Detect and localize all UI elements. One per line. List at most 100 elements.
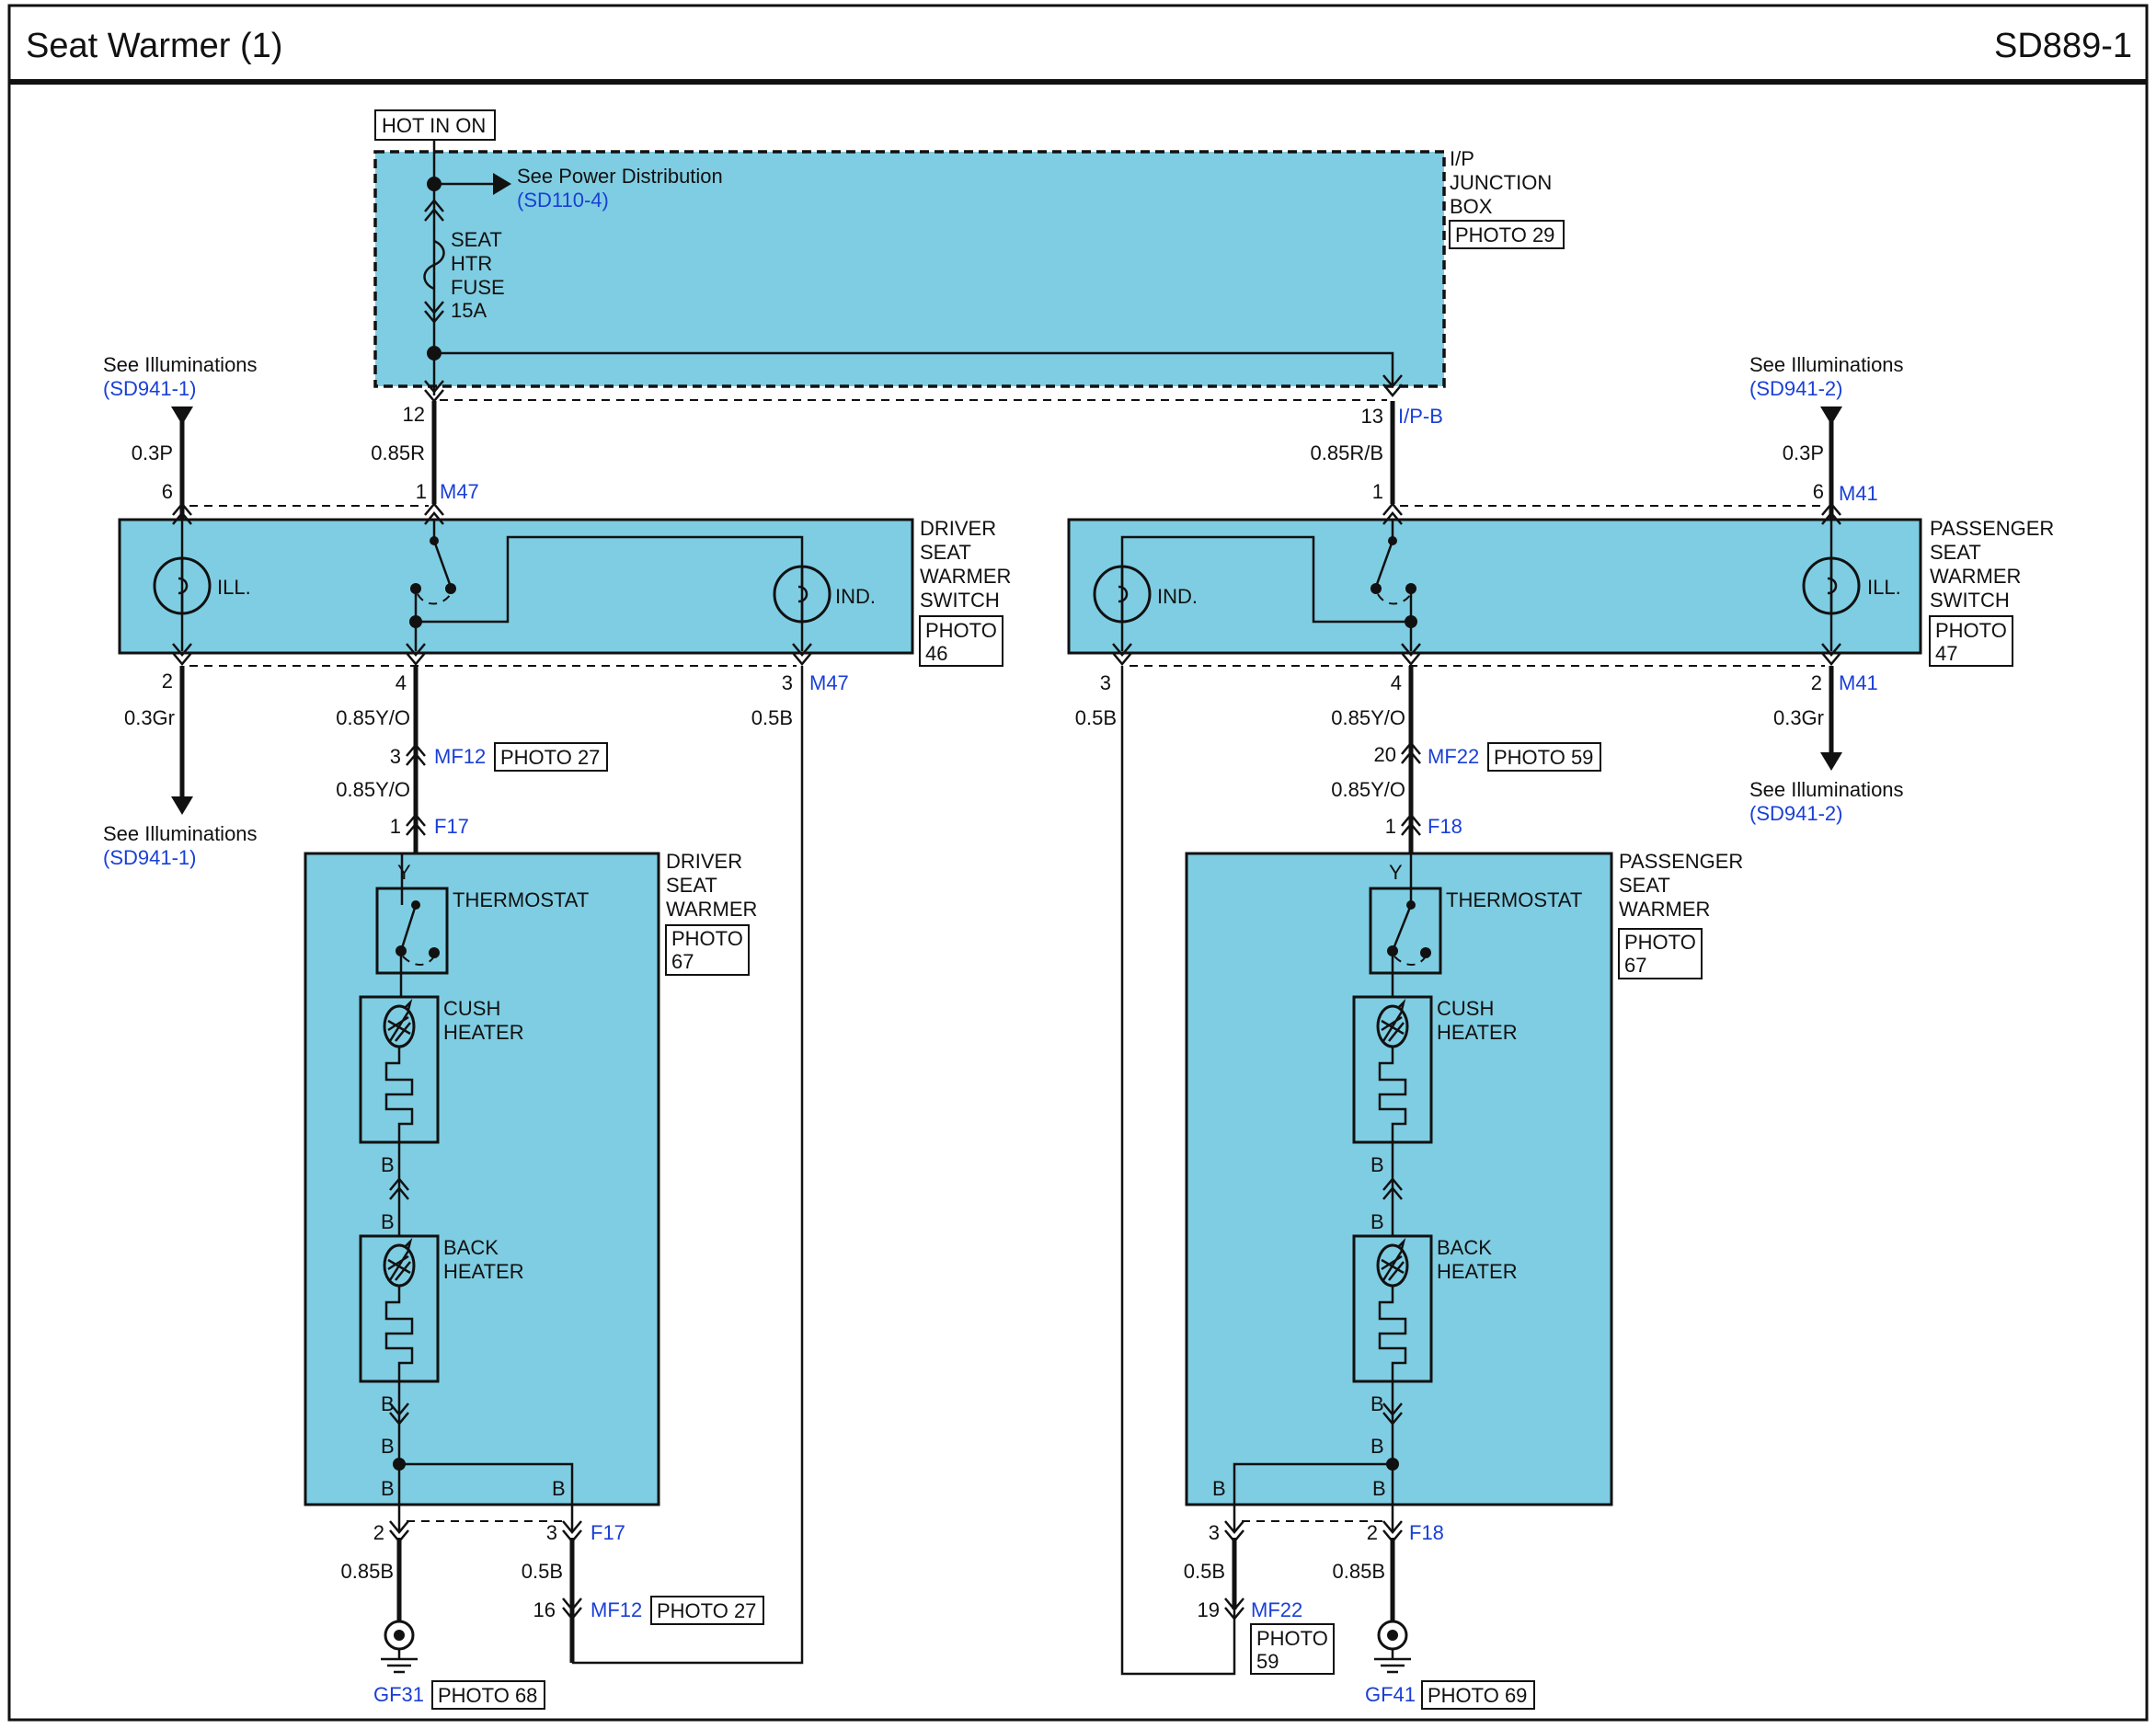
cush-heater-label: HEATER (443, 1021, 524, 1044)
passenger-warmer-box (1185, 852, 1613, 1506)
jbox-photo: PHOTO 29 (1455, 223, 1554, 246)
svg-text:SWITCH: SWITCH (920, 589, 1000, 612)
photo-label: PHOTO 27 (500, 746, 600, 769)
svg-text:BOX: BOX (1450, 195, 1493, 218)
connector-label: M47 (809, 671, 849, 694)
svg-text:SEAT: SEAT (666, 874, 717, 897)
thermostat-link (1393, 956, 1427, 966)
hot-in-on-label: HOT IN ON (382, 114, 486, 137)
mf22-photo-box (1487, 742, 1601, 772)
pin-label: 3 (782, 671, 793, 694)
photo-label: 67 (1624, 954, 1646, 977)
pin-label: Y (1389, 861, 1403, 884)
wire-label: 0.85R (371, 441, 425, 464)
photo-label: PHOTO 27 (657, 1599, 756, 1622)
ground-label: GF41 (1365, 1683, 1416, 1706)
arrow-down-icon (1820, 406, 1842, 425)
hot-in-on-box (374, 109, 496, 141)
thermostat-label: THERMOSTAT (453, 888, 589, 911)
pin-label: B (381, 1477, 395, 1500)
photo-label: PHOTO (1256, 1627, 1328, 1650)
svg-text:SEAT: SEAT (1619, 874, 1670, 897)
driver-warmer-box (304, 852, 660, 1506)
pin-label: B (1370, 1392, 1384, 1415)
svg-text:WARMER: WARMER (666, 898, 757, 921)
driver-warmer-photo-box (665, 924, 750, 976)
ind-label: IND. (1157, 585, 1198, 608)
passenger-return-wire (1233, 1462, 1393, 1530)
svg-text:SEAT: SEAT (920, 541, 971, 564)
passenger-switch-photo-box (1929, 615, 2013, 667)
pin-label: 3 (1100, 671, 1111, 694)
arrow-down-icon (171, 406, 193, 425)
passenger-power-wire (434, 351, 1394, 386)
see-illum-label: See Illuminations (103, 822, 258, 845)
ip-junction-box (373, 150, 1446, 388)
driver-ind-return-wire (572, 666, 804, 1665)
pin-label: 19 (1198, 1598, 1220, 1621)
contact-dot (1406, 900, 1416, 910)
pin-label: 2 (1811, 671, 1822, 694)
pin-label: B (381, 1210, 395, 1233)
passenger-switch-label: PASSENGER SEAT WARMER SWITCH (1930, 517, 2054, 612)
driver-switch-label: DRIVER SEAT WARMER SWITCH (920, 517, 1011, 612)
pin-label: 2 (373, 1521, 384, 1544)
pin-label: 2 (1367, 1521, 1378, 1544)
back-heater-label: BACK (1437, 1236, 1492, 1259)
pin-label: 1 (416, 480, 427, 503)
svg-text:FUSE: FUSE (451, 276, 505, 299)
pin-label: 3 (390, 745, 401, 768)
connector-label: F17 (434, 815, 469, 838)
wire-label: 0.85Y/O (336, 706, 410, 729)
arrow-right-icon (493, 173, 511, 195)
connector-label: MF12 (591, 1598, 642, 1621)
pin-label: 13 (1361, 405, 1383, 428)
svg-text:HTR: HTR (451, 252, 492, 275)
pin-label: B (381, 1153, 395, 1176)
arrow-down-icon (171, 796, 193, 815)
driver-thermostat-icon (375, 887, 449, 975)
svg-text:SEAT: SEAT (1930, 541, 1981, 564)
svg-text:WARMER: WARMER (1619, 898, 1710, 921)
contact-dot (411, 900, 420, 910)
connector-label: MF12 (434, 745, 486, 768)
pin-label: 4 (1391, 671, 1402, 694)
driver-ill-bulb-icon (153, 520, 212, 651)
svg-text:SEAT: SEAT (451, 228, 502, 251)
junction-box-label: I/P JUNCTION BOX (1450, 147, 1552, 218)
wire-label: 0.85B (1333, 1560, 1386, 1583)
passenger-thermostat-icon (1369, 887, 1442, 975)
pin-label: 4 (396, 671, 407, 694)
connector-label: F17 (591, 1521, 625, 1544)
ind-label: IND. (835, 585, 876, 608)
pin-label: 2 (162, 670, 173, 693)
photo-label: PHOTO 59 (1494, 746, 1593, 769)
wire-label: 0.5B (1075, 706, 1117, 729)
ground-icon (379, 1620, 419, 1674)
svg-text:15A: 15A (451, 299, 487, 322)
ill-label: ILL. (217, 576, 251, 599)
wire-label: 0.85Y/O (336, 778, 410, 801)
pin-label: 3 (1209, 1521, 1220, 1544)
back-heater-label: BACK (443, 1236, 499, 1259)
wire-label: 0.3P (1783, 441, 1824, 464)
wire-label: 0.5B (522, 1560, 563, 1583)
cush-heater-label: HEATER (1437, 1021, 1518, 1044)
passenger-ill-bulb-icon (1802, 520, 1861, 651)
splice-dot (1405, 615, 1417, 628)
pin-label: 20 (1374, 743, 1396, 766)
see-power-ref: (SD110-4) (517, 189, 609, 212)
driver-warmer-label: DRIVER SEAT WARMER (666, 850, 757, 921)
svg-text:DRIVER: DRIVER (666, 850, 742, 873)
thermostat-link (402, 956, 435, 966)
pin-label: 16 (533, 1598, 556, 1621)
svg-text:I/P: I/P (1450, 147, 1474, 170)
photo-label: 67 (671, 950, 694, 973)
see-illum-ref: (SD941-1) (103, 846, 196, 869)
photo-label: 47 (1935, 642, 1957, 665)
pin-label: B (381, 1435, 395, 1458)
pin-label: B (1212, 1477, 1226, 1500)
passenger-warmer-label: PASSENGER SEAT WARMER (1619, 850, 1743, 921)
splice-dot (409, 615, 422, 628)
